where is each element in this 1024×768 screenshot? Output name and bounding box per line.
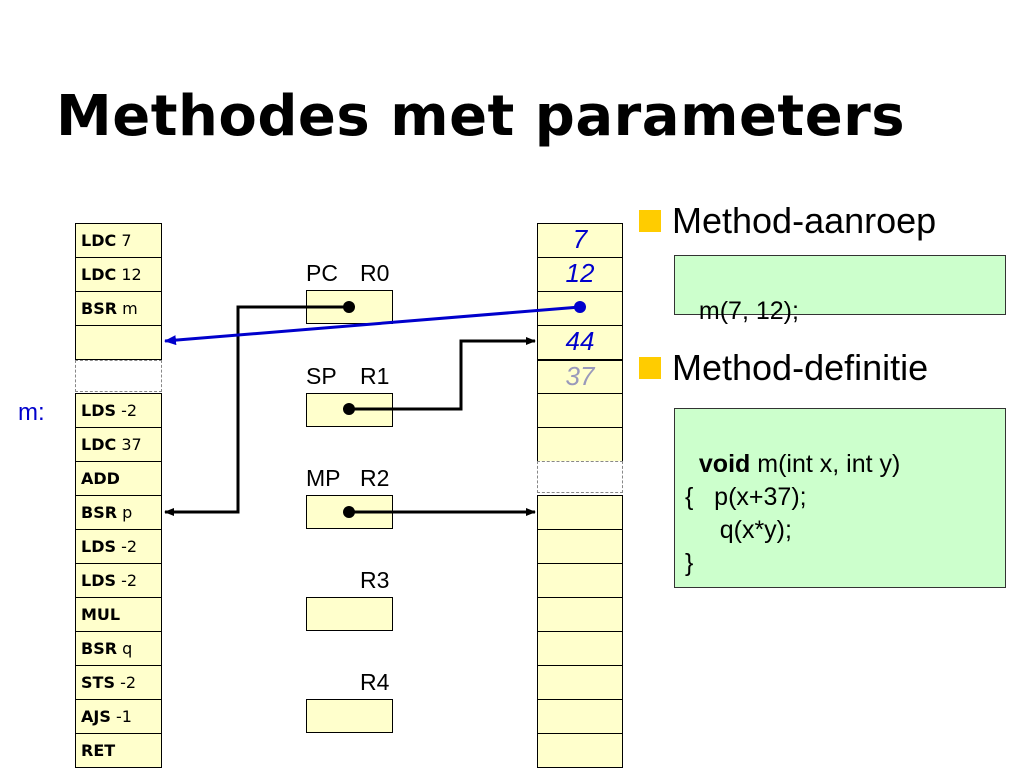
- stack-cell: [537, 325, 623, 360]
- instruction-opcode: LDC: [81, 231, 117, 250]
- instruction-argument: p: [122, 503, 133, 522]
- instruction-argument: 37: [121, 435, 142, 454]
- stack-cell: [537, 699, 623, 734]
- register-name: R3: [360, 567, 390, 593]
- program-row: BSR q: [75, 631, 162, 666]
- stack-value: 37: [565, 361, 595, 391]
- register-alias: MP: [306, 465, 341, 491]
- register-box: [306, 699, 393, 733]
- instruction-opcode: RET: [81, 741, 116, 760]
- instruction-opcode: MUL: [81, 605, 121, 624]
- bullet-square: [639, 357, 661, 379]
- stack-cell: [537, 597, 623, 632]
- definition-body: { p(x+37); q(x*y); }: [685, 483, 807, 577]
- instruction-argument: q: [122, 639, 133, 658]
- instruction-argument: -2: [121, 401, 138, 420]
- sp-arrow: [343, 337, 536, 415]
- stack-value: 7: [572, 224, 588, 254]
- register-alias: PC: [306, 260, 338, 286]
- program-row: BSR m: [75, 291, 162, 326]
- instruction-opcode: LDS: [81, 571, 116, 590]
- instruction-argument: m: [122, 299, 138, 318]
- return-address-arrow: [164, 301, 586, 346]
- instruction-argument: -1: [115, 707, 132, 726]
- bullet-method-definition: Method-definitie: [672, 347, 929, 388]
- stack-cell: [537, 563, 623, 598]
- method-label: m:: [18, 399, 45, 426]
- program-row: LDS -2: [75, 529, 162, 564]
- register-alias: SP: [306, 363, 337, 389]
- call-code-box: m(7, 12);: [674, 255, 1006, 325]
- register-name: R0: [360, 260, 390, 286]
- instruction-opcode: BSR: [81, 299, 118, 318]
- stack-cell: [537, 461, 623, 493]
- pc-arrow: [164, 301, 355, 516]
- bullet-square: [639, 210, 661, 232]
- mp-arrow: [343, 506, 536, 518]
- program-row: MUL: [75, 597, 162, 632]
- program-row: ADD: [75, 461, 162, 496]
- program-row: BSR p: [75, 495, 162, 530]
- instruction-opcode: LDC: [81, 435, 117, 454]
- instruction-argument: -2: [121, 571, 138, 590]
- program-row: [75, 360, 162, 392]
- program-row: LDS -2: [75, 393, 162, 428]
- stack-cell: [537, 733, 623, 768]
- instruction-opcode: BSR: [81, 503, 118, 522]
- instruction-opcode: AJS: [81, 707, 111, 726]
- program-row: LDC 12: [75, 257, 162, 292]
- instruction-opcode: LDC: [81, 265, 117, 284]
- stack-cell: [537, 427, 623, 462]
- stack-value: 44: [565, 326, 595, 356]
- call-code-text: m(7, 12);: [698, 297, 799, 325]
- instruction-argument: -2: [120, 673, 137, 692]
- instruction-opcode: STS: [81, 673, 115, 692]
- instruction-opcode: LDS: [81, 401, 116, 420]
- register-name: R2: [360, 465, 390, 491]
- bullet-method-call: Method-aanroep: [672, 200, 937, 241]
- program-row: LDS -2: [75, 563, 162, 598]
- instruction-opcode: ADD: [81, 469, 120, 488]
- stack-value: 12: [565, 258, 595, 288]
- stack-cell: [537, 495, 623, 530]
- definition-code-box: void m(int x, int y) { p(x+37); q(x*y); …: [674, 408, 1006, 588]
- instruction-opcode: LDS: [81, 537, 116, 556]
- instruction-argument: 12: [121, 265, 142, 284]
- instruction-argument: -2: [121, 537, 138, 556]
- register-name: R1: [360, 363, 390, 389]
- definition-keyword: void: [698, 450, 751, 478]
- instruction-opcode: BSR: [81, 639, 118, 658]
- program-row: [75, 325, 162, 360]
- definition-signature: m(int x, int y): [750, 450, 901, 478]
- register-box: [306, 597, 393, 631]
- instruction-argument: 7: [121, 231, 132, 250]
- program-row: LDC 37: [75, 427, 162, 462]
- page-title: Methodes met parameters: [56, 84, 906, 149]
- register-name: R4: [360, 669, 390, 695]
- stack-cell: [537, 393, 623, 428]
